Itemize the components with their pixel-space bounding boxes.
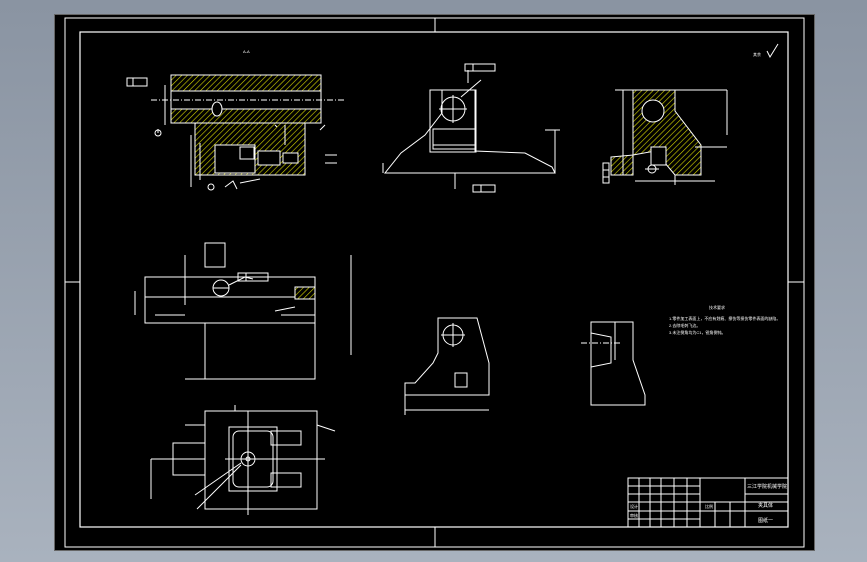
title-scale-label: 比例 [705, 503, 713, 509]
tech-req-line-3: 3.未注倒角均为C1，锐角倒钝。 [669, 329, 725, 335]
tech-req-title: 技术要求 [709, 304, 725, 310]
view-side-top-right [602, 89, 728, 185]
view-section-top-left [126, 74, 345, 191]
title-block [627, 477, 789, 528]
title-checker-label: 审核 [630, 512, 638, 518]
view-front-top-middle [382, 63, 560, 193]
view-center-right [581, 321, 646, 406]
tech-req-line-2: 2.去除毛刺飞边。 [669, 322, 700, 328]
view-bottom-left [150, 405, 336, 515]
tech-req-line-1: 1.零件加工表面上，不应有划痕、擦伤等损伤零件表面的缺陷。 [669, 315, 780, 321]
view-center [404, 317, 490, 415]
sheet-inner-border [79, 31, 789, 528]
svg-text:其余: 其余 [753, 51, 761, 57]
section-mark-top: A-A [243, 49, 250, 54]
title-part-name: 夹具体 [758, 502, 773, 509]
title-designer-label: 设计 [630, 503, 638, 509]
centering-marks [65, 18, 804, 547]
roughness-symbol: 其余 [753, 43, 779, 59]
cad-drawing-canvas[interactable]: A-A 其余 [55, 15, 814, 550]
cad-viewport[interactable]: A-A 其余 [54, 14, 815, 551]
title-school: 三江学院机械学院 [747, 483, 787, 490]
view-top-middle-left [134, 242, 352, 380]
title-drawing-no: 图纸一 [758, 517, 773, 524]
technical-requirements: 技术要求 1.零件加工表面上，不应有划痕、擦伤等损伤零件表面的缺陷。 2.去除毛… [669, 304, 780, 335]
